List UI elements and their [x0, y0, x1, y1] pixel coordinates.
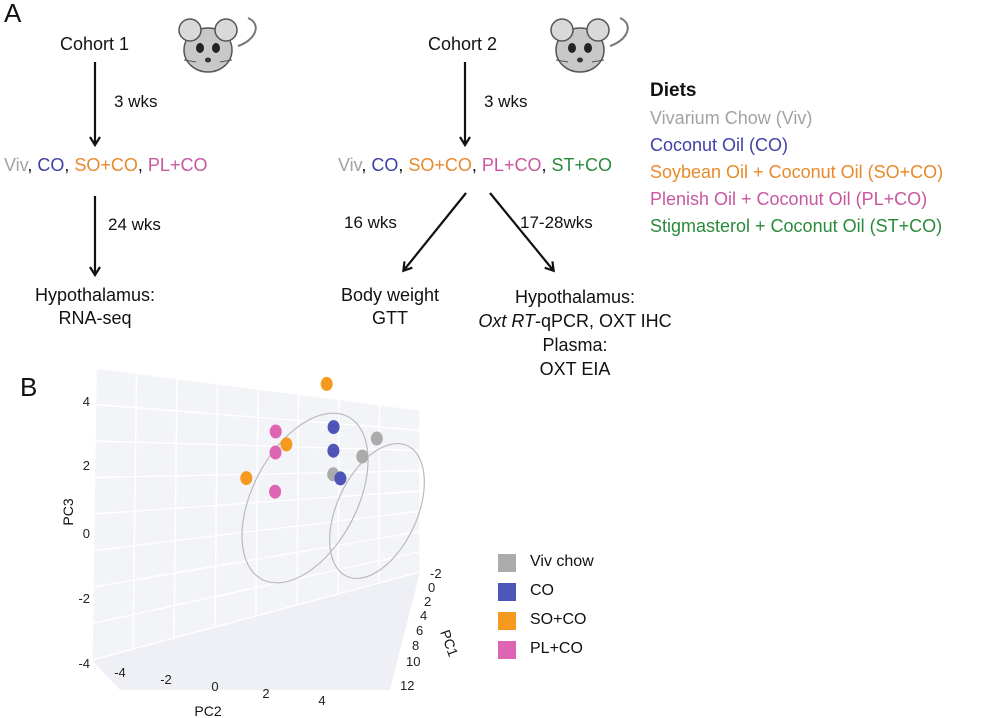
- cohort2-title: Cohort 2: [428, 34, 498, 54]
- pc2-axis-label: PC2: [194, 703, 221, 718]
- diet-pl-co: PL+CO: [147, 155, 208, 175]
- cohort2-right-line3: Plasma:: [542, 335, 608, 355]
- mouse-icon: [178, 17, 257, 73]
- grid-line: [94, 470, 421, 479]
- grid-line: [95, 403, 421, 431]
- pc2-tick: -2: [160, 672, 172, 687]
- cohort2-step1-label: 3 wks: [484, 92, 528, 111]
- diet-so-co: SO+CO: [74, 155, 138, 175]
- cohort2-diet-list: Viv, CO, SO+CO, PL+CO, ST+CO: [338, 155, 612, 175]
- pc3-tick: 0: [83, 526, 90, 541]
- pc1-axis-label: PC1: [437, 628, 461, 659]
- diet-legend-item: Soybean Oil + Coconut Oil (SO+CO): [650, 162, 944, 182]
- diet-legend-item: Coconut Oil (CO): [650, 135, 789, 155]
- grid-line: [92, 530, 421, 588]
- diet-so-co: SO+CO: [408, 155, 472, 175]
- grid-line: [91, 571, 421, 661]
- cohort2-right-line2: Oxt RT-qPCR, OXT IHC: [462, 309, 688, 333]
- diets-legend: Diets Vivarium Chow (Viv) Coconut Oil (CO…: [650, 80, 943, 237]
- grid-line: [93, 490, 421, 515]
- pc1-tick: 4: [420, 608, 427, 623]
- legend-swatch: [498, 612, 516, 630]
- panel-a-letter: A: [4, 0, 22, 28]
- cluster-ellipse-right: [329, 442, 425, 580]
- data-point: [269, 445, 282, 460]
- pc3-axis-label: PC3: [60, 498, 76, 525]
- cohort1-outcome-line2: RNA-seq: [58, 308, 132, 328]
- pc1-tick: 6: [416, 623, 423, 638]
- cohort1-title: Cohort 1: [60, 34, 130, 54]
- pc1-tick: 10: [406, 654, 420, 669]
- legend-label: CO: [530, 582, 554, 599]
- pc2-tick: -4: [114, 665, 126, 680]
- diet-co: CO: [37, 155, 65, 175]
- diet-viv: Viv: [4, 155, 28, 175]
- legend-label: Viv chow: [530, 553, 594, 570]
- pc3-tick: -4: [78, 656, 90, 671]
- diet-co: CO: [371, 155, 399, 175]
- cohort1-step1-label: 3 wks: [114, 92, 158, 111]
- pc2-tick: 4: [318, 693, 325, 708]
- legend-label: SO+CO: [530, 611, 587, 628]
- data-point: [334, 471, 347, 486]
- pc3-tick: 2: [83, 458, 90, 473]
- cohort2-right-line2-rest: -qPCR, OXT IHC: [534, 311, 672, 331]
- cohort2-left-line1: Body weight: [340, 285, 440, 305]
- legend-label: PL+CO: [530, 640, 583, 657]
- pc1-tick: -2: [430, 566, 442, 581]
- cohort2-left-line2: GTT: [372, 308, 408, 328]
- cohort2-branch-right-label: 17-28wks: [520, 213, 593, 232]
- panel-b-letter: B: [20, 372, 38, 402]
- pc3-tick: -2: [78, 591, 90, 606]
- oxt-gene-italic: Oxt RT: [478, 311, 535, 331]
- data-point: [370, 431, 383, 446]
- pc2-tick: 2: [262, 686, 269, 701]
- diet-pl-co: PL+CO: [481, 155, 542, 175]
- grid-line: [92, 551, 421, 625]
- pc3-tick: 4: [83, 394, 90, 409]
- legend-swatch: [498, 583, 516, 601]
- cohort1-outcome-line1: Hypothalamus:: [34, 285, 156, 305]
- grid-line: [93, 510, 421, 552]
- pc1-tick: 2: [424, 594, 431, 609]
- cohort2-right-outcome: Hypothalamus: Oxt RT-qPCR, OXT IHC Plasm…: [462, 285, 688, 381]
- cohort1-step2-label: 24 wks: [108, 215, 161, 234]
- diet-viv: Viv: [338, 155, 362, 175]
- cohort2-right-line4: OXT EIA: [539, 359, 611, 379]
- pc2-tick: 0: [211, 679, 218, 694]
- cluster-ellipse-left: [241, 412, 369, 584]
- data-point: [327, 443, 340, 458]
- diet-legend-item: Vivarium Chow (Viv): [650, 108, 813, 128]
- data-point: [356, 449, 369, 464]
- legend-swatch: [498, 554, 516, 572]
- diet-legend-item: Stigmasterol + Coconut Oil (ST+CO): [650, 216, 943, 236]
- arrow-icon: [402, 192, 467, 273]
- diet-st-co: ST+CO: [551, 155, 612, 175]
- data-point: [320, 376, 333, 391]
- data-point: [280, 437, 293, 452]
- diet-legend-item: Plenish Oil + Coconut Oil (PL+CO): [650, 189, 928, 209]
- pc1-tick: 0: [428, 580, 435, 595]
- grid-line: [95, 367, 421, 411]
- data-point: [269, 484, 282, 499]
- pc1-tick: 8: [412, 638, 419, 653]
- cohort2-left-outcome: Body weight GTT: [320, 285, 460, 329]
- grid-line: [94, 440, 421, 452]
- pc1-tick: 12: [400, 678, 414, 693]
- legend-swatch: [498, 641, 516, 659]
- cohort1-diet-list: Viv, CO, SO+CO, PL+CO: [4, 155, 208, 175]
- cohort2-branch-left-label: 16 wks: [344, 213, 397, 232]
- cohort2-right-line1: Hypothalamus:: [514, 287, 636, 307]
- arrow-icon: [489, 192, 555, 273]
- data-point: [269, 424, 282, 439]
- cohort1-outcome: Hypothalamus: RNA-seq: [20, 285, 170, 329]
- mouse-icon: [550, 17, 629, 73]
- diets-legend-title: Diets: [650, 80, 697, 101]
- data-point: [240, 471, 253, 486]
- data-point: [327, 420, 340, 435]
- floor-plane: [92, 572, 420, 690]
